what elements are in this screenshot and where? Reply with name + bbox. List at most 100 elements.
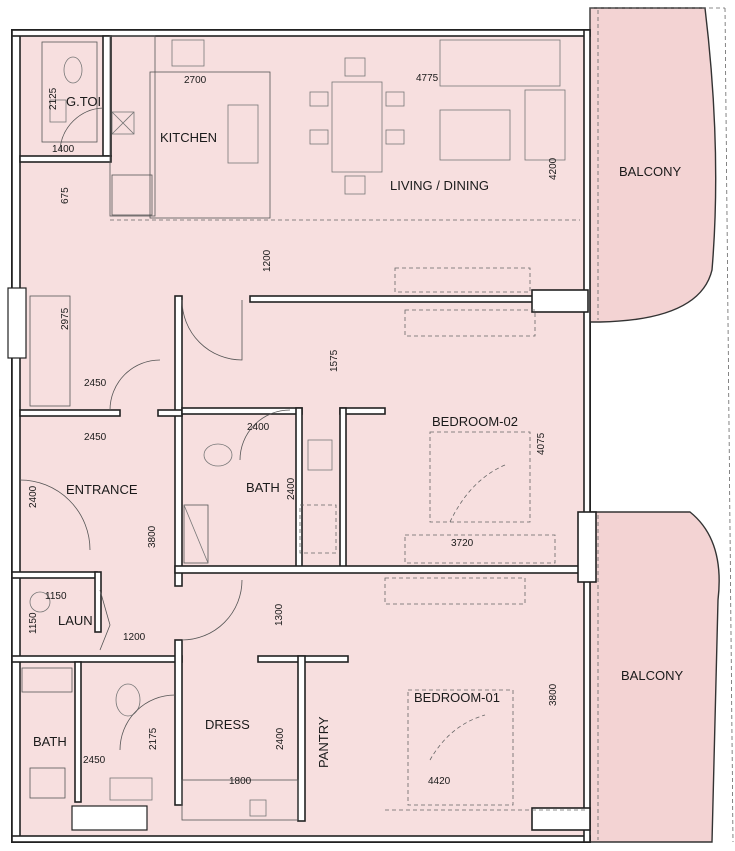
tv-unit-bedroom2 [404, 309, 536, 337]
wardrobe-bedroom2 [404, 534, 556, 564]
cooktop-icon [171, 39, 205, 67]
window-left [7, 287, 27, 359]
dim-2400-bath-w: 2400 [247, 422, 270, 433]
wall-right [583, 29, 591, 843]
door-swing-bedroom2 [449, 464, 506, 523]
room-label-balcony-bottom: BALCONY [621, 668, 683, 683]
fridge-cross-2 [111, 111, 135, 135]
dim-3720: 3720 [451, 538, 474, 549]
dress-counter [181, 779, 299, 821]
dim-2400-dress: 2400 [275, 727, 286, 750]
dim-4200: 4200 [548, 157, 559, 180]
room-label-bedroom1: BEDROOM-01 [414, 690, 500, 705]
tv-unit-bedroom1 [384, 577, 526, 605]
dim-2400-entrance-h: 2400 [28, 485, 39, 508]
dim-4775: 4775 [416, 73, 439, 84]
wall-laun-bottom [11, 655, 183, 663]
dim-1150-laun-w: 1150 [45, 591, 67, 602]
basin-icon [307, 439, 333, 471]
wall-corridor-right [174, 295, 183, 587]
tv-unit-living [394, 267, 531, 293]
bed-icon-bedroom1 [407, 689, 514, 806]
bath-cabinet [21, 667, 73, 693]
toilet-icon [203, 443, 233, 467]
kitchen-counter [109, 35, 156, 217]
bath-shower-zone [299, 504, 337, 554]
balcony-top-area [589, 7, 717, 323]
dim-3800-entrance: 3800 [147, 525, 158, 548]
dim-2450-entrance: 2450 [84, 432, 107, 443]
toilet-icon [115, 683, 141, 717]
column-bottom-right [531, 807, 591, 831]
room-label-bath-center: BATH [246, 480, 280, 495]
wall-bath-left-right [74, 661, 82, 803]
toilet-icon [63, 56, 83, 84]
dim-675: 675 [60, 187, 71, 204]
wall-dress-left [174, 639, 183, 806]
wall-top [11, 29, 591, 37]
dim-2450-corridor: 2450 [84, 378, 107, 389]
balcony-bottom-area [589, 511, 720, 843]
shower-icon [29, 767, 66, 799]
door-swing-bath-left [119, 694, 176, 751]
room-label-laun: LAUN [58, 613, 93, 628]
dim-2400-bath-h: 2400 [286, 477, 297, 500]
room-label-dress: DRESS [205, 717, 250, 732]
fridge-icon [111, 111, 135, 135]
window-bath-left [71, 805, 148, 831]
dim-1800: 1800 [229, 776, 252, 787]
outer-boundary [724, 7, 734, 843]
dining-table-icon [309, 57, 405, 195]
room-label-pantry: PANTRY [316, 716, 331, 768]
basin-icon [109, 777, 153, 801]
door-swing-living [181, 299, 243, 361]
wall-laun-top [11, 571, 98, 579]
column-balcony-top [531, 289, 589, 313]
wall-pantry [297, 655, 306, 822]
door-swing-dress [181, 579, 243, 641]
dim-1200-living: 1200 [262, 249, 273, 272]
room-label-living: LIVING / DINING [390, 178, 489, 193]
room-label-kitchen: KITCHEN [160, 130, 217, 145]
dim-2175: 2175 [148, 727, 159, 750]
dim-1150-laun-h: 1150 [28, 612, 39, 634]
wall-entrance-top [19, 409, 121, 417]
wall-entrance-top-r [157, 409, 183, 417]
dim-2450-bath: 2450 [83, 755, 106, 766]
wall-bath-top [181, 407, 303, 415]
wardrobe-entrance [29, 295, 71, 407]
dim-4075: 4075 [536, 432, 547, 455]
wall-bedroom2-left [339, 407, 347, 569]
door-swing-gtoi [59, 107, 104, 151]
laun-folding-door [99, 589, 111, 651]
shower-icon [183, 504, 209, 564]
room-label-balcony-top: BALCONY [619, 164, 681, 179]
washer-icon [29, 591, 51, 613]
dim-1400: 1400 [52, 144, 75, 155]
door-swing-bath [239, 409, 291, 461]
wall-living-bedroom2 [249, 295, 536, 303]
oven-icon [111, 174, 153, 216]
wall-laun-right [94, 571, 102, 633]
room-label-entrance: ENTRANCE [66, 482, 138, 497]
room-label-bath-left: BATH [33, 734, 67, 749]
vent-icon [249, 799, 267, 817]
wall-bedroom2-bedroom1 [174, 565, 586, 574]
wall-gtoi-bottom [19, 155, 112, 163]
door-swing-main [19, 479, 91, 551]
gtoi-fixture-zone [41, 41, 98, 143]
basin-icon [49, 99, 67, 123]
dim-1200-laun: 1200 [123, 632, 146, 643]
sofa-icon [439, 39, 566, 161]
bed-icon-bedroom2 [429, 431, 531, 523]
dim-1300: 1300 [274, 603, 285, 626]
dim-4420: 4420 [428, 776, 451, 787]
room-label-bedroom2: BEDROOM-02 [432, 414, 518, 429]
wall-left [11, 29, 21, 843]
dim-2700: 2700 [184, 75, 207, 86]
room-label-gtoi: G.TOI [66, 94, 101, 109]
shower-cross [183, 504, 209, 564]
kitchen-island [149, 71, 271, 219]
dim-2975: 2975 [60, 307, 71, 330]
